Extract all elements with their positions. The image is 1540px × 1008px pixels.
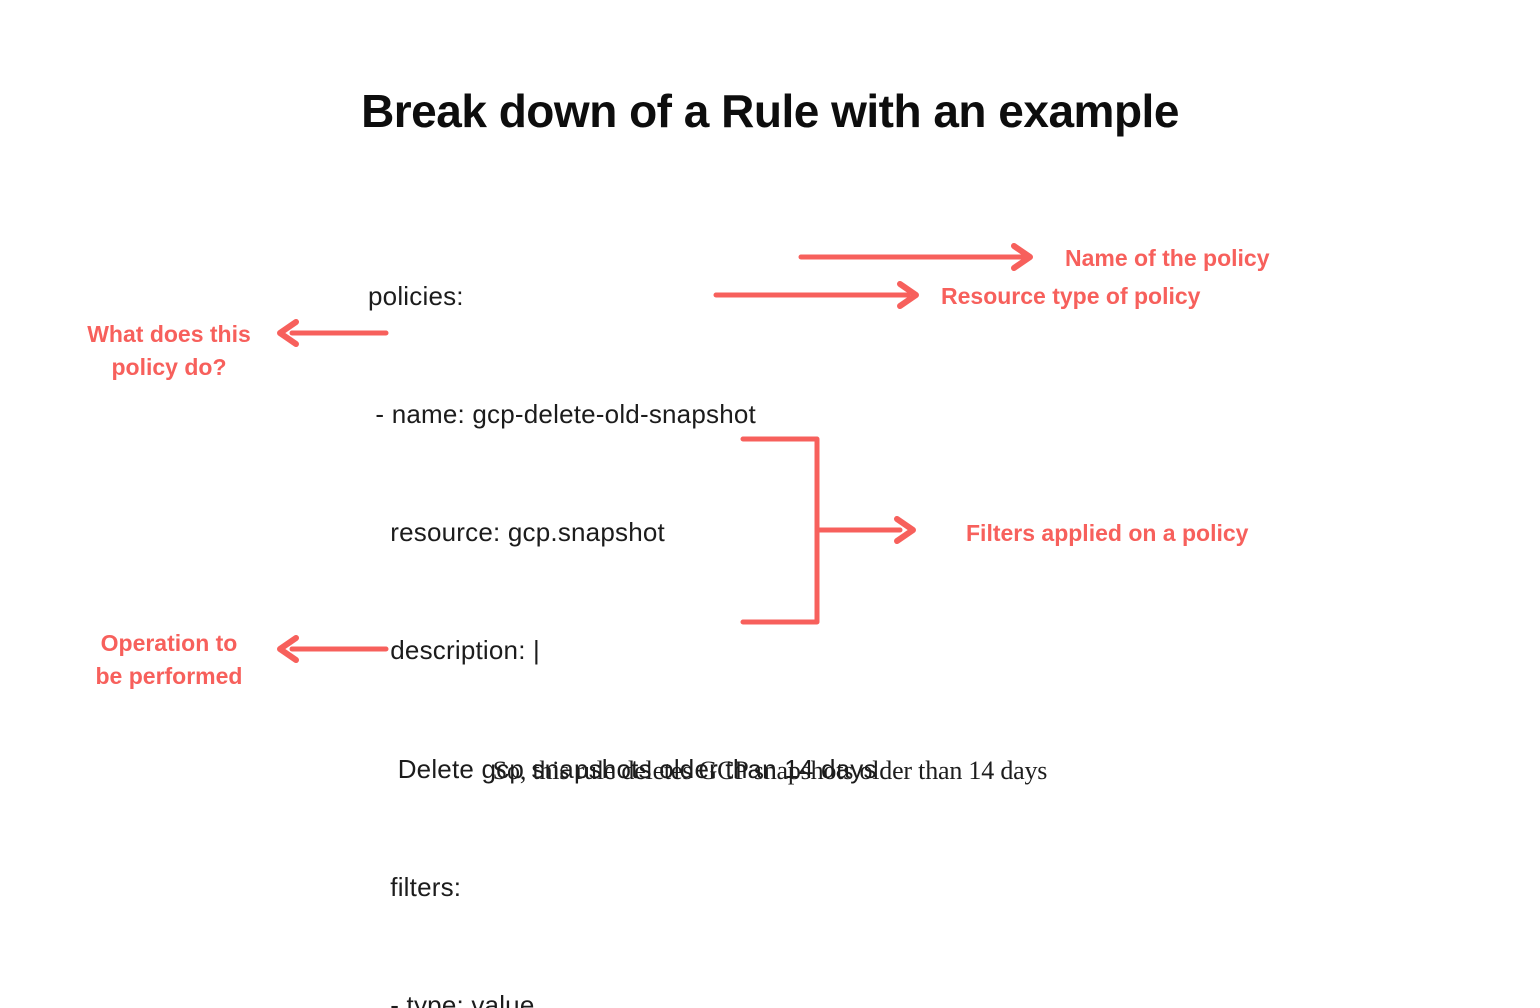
yaml-line-filters: filters:: [368, 871, 462, 902]
yaml-line-name: - name: gcp-delete-old-snapshot: [368, 399, 756, 430]
summary-text: So, this rule deletes GCP snapshots olde…: [492, 756, 1048, 785]
annotation-name-label: Name of the policy: [1065, 245, 1270, 271]
annotation-actions-label: Operation to be performed: [34, 627, 304, 693]
annotation-actions-line2: be performed: [95, 663, 243, 689]
yaml-line-filter-type: - type: value: [368, 990, 535, 1008]
yaml-line-description-text: Delete gcp snapshots older than 14 days: [368, 753, 877, 784]
annotation-description-line1: What does this: [87, 321, 251, 347]
page-title: Break down of a Rule with an example: [361, 85, 1179, 137]
annotation-filters-label: Filters applied on a policy: [966, 520, 1249, 546]
annotation-actions-line1: Operation to: [100, 630, 238, 656]
annotation-description-line2: policy do?: [111, 354, 227, 380]
yaml-line-resource: resource: gcp.snapshot: [368, 517, 665, 548]
annotation-resource-label: Resource type of policy: [941, 283, 1201, 309]
yaml-code-block: policies: - name: gcp-delete-old-snapsho…: [368, 198, 877, 1008]
yaml-line-description: description: |: [368, 635, 541, 666]
annotation-description-label: What does this policy do?: [34, 318, 304, 384]
yaml-line-policies: policies:: [368, 280, 464, 311]
